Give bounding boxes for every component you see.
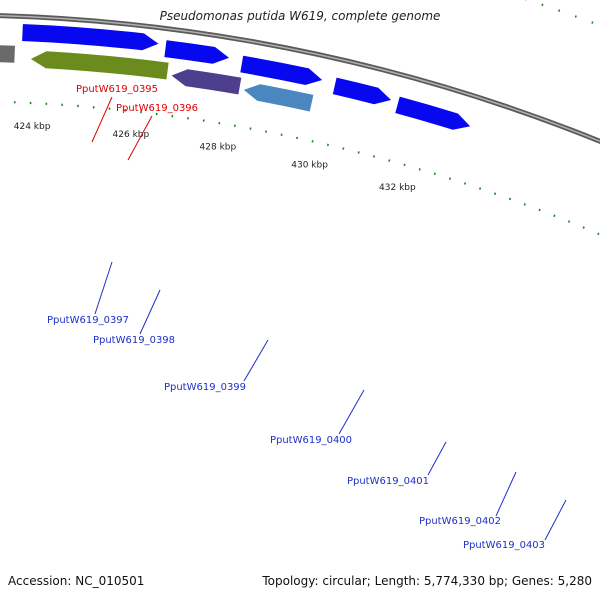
inner-tick <box>388 159 391 162</box>
inner-tick <box>372 155 376 158</box>
gene-label-leader <box>544 499 567 541</box>
kbp-label: 430 kbp <box>291 160 328 170</box>
inner-tick <box>538 208 541 212</box>
inner-tick <box>523 203 526 206</box>
gene-label: PputW619_0399 <box>164 382 246 393</box>
gene-label-leader <box>495 471 517 517</box>
gene-label: PputW619_0403 <box>463 540 545 551</box>
inner-tick <box>342 147 345 150</box>
kbp-label: 428 kbp <box>200 142 237 152</box>
feature-arrow <box>169 68 243 96</box>
inner-tick <box>463 182 467 185</box>
outer-tick <box>574 15 577 18</box>
kbp-label: 424 kbp <box>14 122 51 132</box>
inner-tick <box>418 168 421 171</box>
gene-label-leader <box>91 96 113 143</box>
inner-tick <box>508 197 512 201</box>
kbp-label: 426 kbp <box>113 130 150 140</box>
feature-arrow <box>163 39 232 65</box>
kbp-label: 432 kbp <box>379 183 416 193</box>
feature-arrow <box>239 54 325 87</box>
feature-arrow <box>0 26 3 29</box>
inner-tick <box>433 172 436 176</box>
gene-label: PputW619_0398 <box>93 335 175 346</box>
gene-label-leader <box>94 261 113 315</box>
inner-tick <box>478 187 482 190</box>
genome-summary-text: Topology: circular; Length: 5,774,330 bp… <box>262 574 592 588</box>
gene-label-leader <box>338 389 365 435</box>
feature-arrow <box>21 22 161 52</box>
gene-label: PputW619_0402 <box>419 516 501 527</box>
inner-tick <box>265 130 268 133</box>
gene-label-leader <box>127 115 153 161</box>
feature-arrow <box>394 95 473 131</box>
gene-label: PputW619_0397 <box>47 315 129 326</box>
inner-tick <box>448 177 452 180</box>
feature-arrow <box>241 83 315 113</box>
gene-label-leader <box>243 339 269 382</box>
feature-arrow <box>28 50 170 81</box>
gene-label: PputW619_0396 <box>116 103 198 114</box>
inner-tick <box>311 140 314 143</box>
gene-label-leader <box>139 289 161 335</box>
gene-label: PputW619_0400 <box>270 435 352 446</box>
gene-label-leader <box>427 441 447 476</box>
outer-tick <box>541 3 544 7</box>
inner-tick <box>582 226 585 229</box>
map-title: Pseudomonas putida W619, complete genome <box>159 9 441 23</box>
inner-tick <box>553 214 556 218</box>
outer-tick <box>591 21 594 24</box>
feature-arrow <box>331 76 394 106</box>
genome-backbone-highlight <box>0 15 600 143</box>
gene-label: PputW619_0395 <box>76 84 158 95</box>
inner-tick <box>326 143 329 147</box>
accession-text: Accession: NC_010501 <box>8 574 145 588</box>
gene-label: PputW619_0401 <box>347 476 429 487</box>
inner-tick <box>493 192 497 195</box>
inner-tick <box>357 151 360 154</box>
feature-arrow <box>0 44 17 64</box>
inner-tick <box>597 232 600 236</box>
outer-tick <box>558 9 561 12</box>
inner-tick <box>296 136 299 140</box>
inner-tick <box>567 220 571 223</box>
inner-tick <box>403 163 406 167</box>
